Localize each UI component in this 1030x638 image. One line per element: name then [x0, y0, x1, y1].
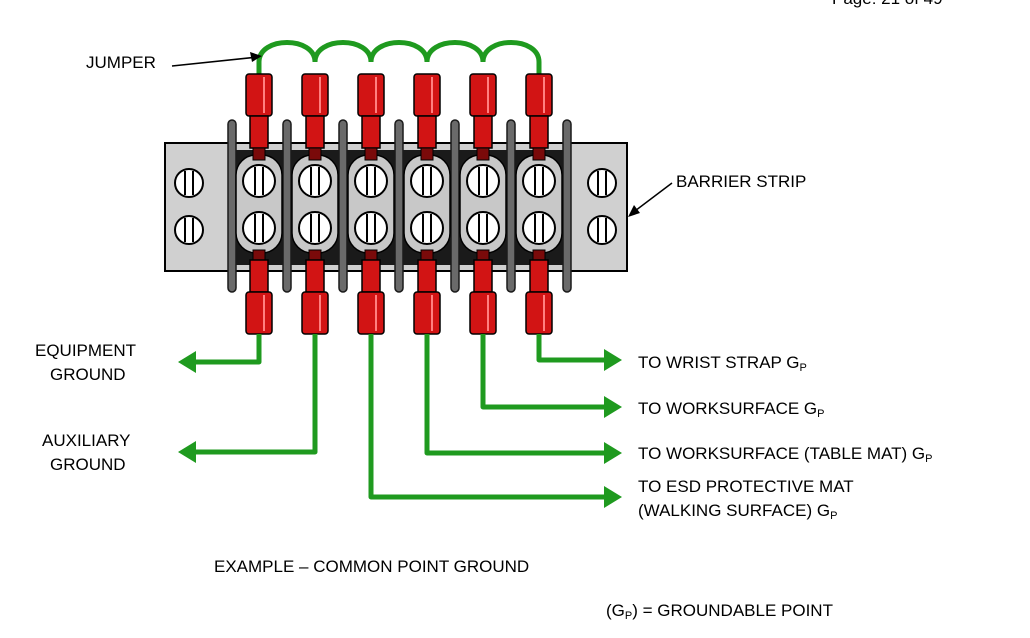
diagram-caption: EXAMPLE – COMMON POINT GROUND [214, 557, 529, 576]
jumper-pointer-arrowhead [250, 52, 262, 62]
top-connector-tongue [252, 147, 266, 161]
wrist-strap-arrowhead [604, 349, 622, 371]
jumper-wire [256, 40, 542, 83]
terminal-screw [242, 164, 276, 198]
end-screw [587, 168, 617, 198]
barrier-wall [450, 119, 460, 293]
top-connector-sleeve [357, 73, 385, 117]
equipment-ground-wire [196, 334, 262, 365]
esd-mat-arrowhead [604, 486, 622, 508]
top-connector-tongue [420, 147, 434, 161]
barrier-wall [562, 119, 572, 293]
bottom-connector-sleeve [357, 291, 385, 335]
top-connector-sleeve [301, 73, 329, 117]
top-connector-barrel [305, 115, 325, 149]
terminal-screw [410, 164, 444, 198]
top-connector-sleeve [469, 73, 497, 117]
bottom-connector-sleeve [245, 291, 273, 335]
table-mat-arrowhead [604, 442, 622, 464]
esd-mat-wire [368, 334, 604, 500]
bottom-connector-barrel [529, 259, 549, 293]
jumper-label: JUMPER [86, 53, 156, 72]
barrier-wall [338, 119, 348, 293]
jumper-pointer [171, 56, 259, 67]
top-connector-tongue [364, 147, 378, 161]
terminal-screw [298, 211, 332, 245]
page-number: Page: 21 of 49 [832, 0, 943, 8]
terminal-screw [466, 211, 500, 245]
top-connector-tongue [308, 147, 322, 161]
terminal-screw [354, 164, 388, 198]
barrier-wall [282, 119, 292, 293]
auxiliary-ground-wire [196, 334, 318, 455]
top-connector-sleeve [525, 73, 553, 117]
end-screw [587, 215, 617, 245]
barrier-strip-pointer [630, 182, 673, 215]
barrier-wall [227, 119, 237, 293]
groundable-point-legend: (GP) = GROUNDABLE POINT [606, 601, 833, 622]
terminal-screw [522, 211, 556, 245]
top-connector-barrel [473, 115, 493, 149]
dest-wrist-strap-label: TO WRIST STRAP GP [638, 353, 807, 374]
dest-worksurface-label: TO WORKSURFACE GP [638, 399, 825, 420]
dest-esd-mat-label-2: (WALKING SURFACE) GP [638, 501, 837, 522]
terminal-screw [466, 164, 500, 198]
top-connector-sleeve [413, 73, 441, 117]
top-connector-barrel [361, 115, 381, 149]
top-connector-sleeve [245, 73, 273, 117]
bottom-connector-sleeve [413, 291, 441, 335]
wrist-strap-wire [536, 334, 604, 363]
top-connector-barrel [249, 115, 269, 149]
barrier-strip-label: BARRIER STRIP [676, 172, 806, 191]
bottom-connector-barrel [249, 259, 269, 293]
top-connector-tongue [532, 147, 546, 161]
terminal-screw [410, 211, 444, 245]
bottom-connector-barrel [473, 259, 493, 293]
bottom-connector-barrel [361, 259, 381, 293]
end-screw [174, 168, 204, 198]
terminal-screw [354, 211, 388, 245]
dest-esd-mat-label-1: TO ESD PROTECTIVE MAT [638, 477, 854, 496]
auxiliary-ground-label-1: AUXILIARY [42, 431, 131, 450]
equipment-ground-label-1: EQUIPMENT [35, 341, 136, 360]
bottom-connector-sleeve [301, 291, 329, 335]
barrier-wall [394, 119, 404, 293]
barrier-strip-pointer-arrowhead [628, 205, 640, 217]
equipment-ground-arrowhead [178, 351, 196, 373]
worksurface-wire [480, 334, 604, 410]
top-connector-barrel [529, 115, 549, 149]
top-connector-tongue [476, 147, 490, 161]
bottom-connector-barrel [305, 259, 325, 293]
top-connector-barrel [417, 115, 437, 149]
bottom-connector-sleeve [525, 291, 553, 335]
worksurface-arrowhead [604, 396, 622, 418]
end-screw [174, 215, 204, 245]
terminal-screw [298, 164, 332, 198]
terminal-screw [242, 211, 276, 245]
bottom-connector-sleeve [469, 291, 497, 335]
auxiliary-ground-arrowhead [178, 441, 196, 463]
auxiliary-ground-label-2: GROUND [50, 455, 126, 474]
terminal-screw [522, 164, 556, 198]
dest-table-mat-label: TO WORKSURFACE (TABLE MAT) GP [638, 444, 932, 465]
barrier-wall [506, 119, 516, 293]
table-mat-wire [424, 334, 604, 456]
barrier-strip [164, 119, 628, 293]
bottom-connector-barrel [417, 259, 437, 293]
equipment-ground-label-2: GROUND [50, 365, 126, 384]
